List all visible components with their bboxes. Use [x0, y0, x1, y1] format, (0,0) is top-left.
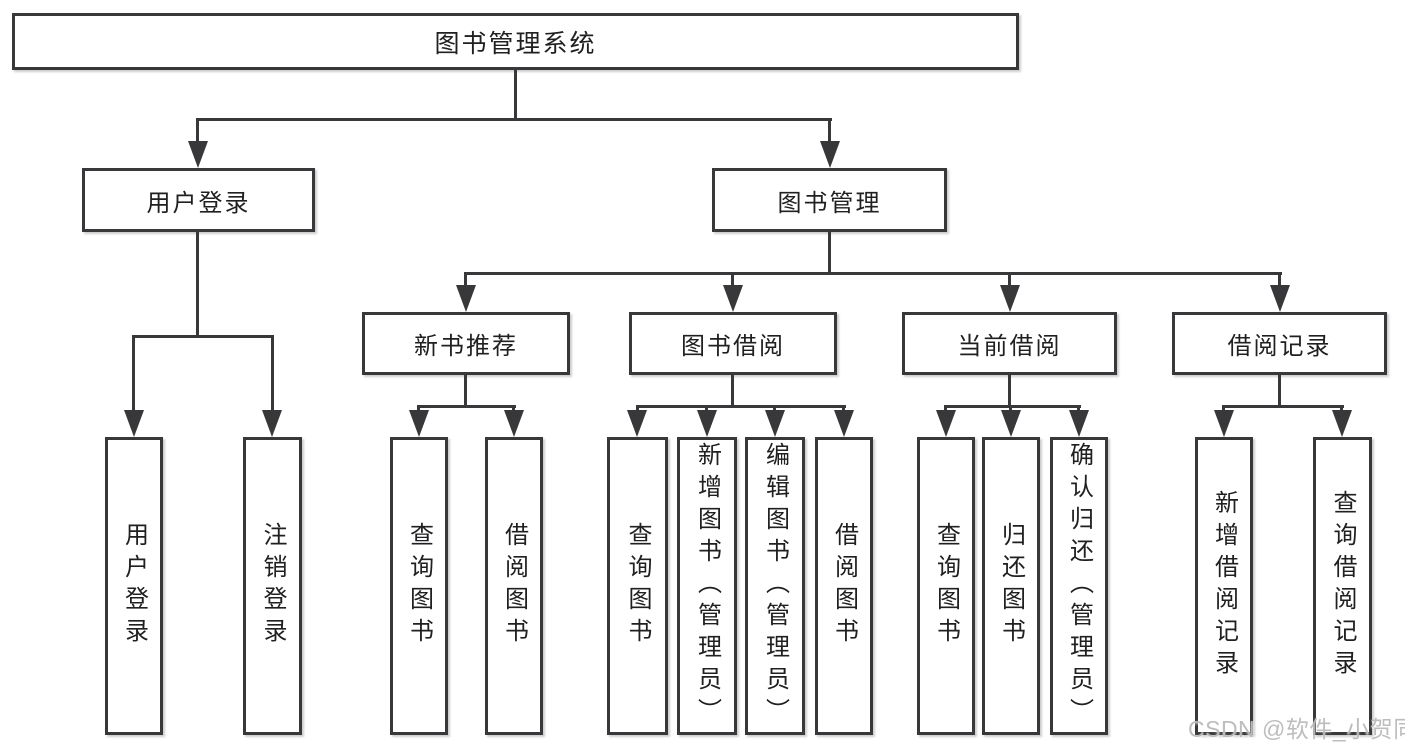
connector-current-drop — [1008, 375, 1011, 405]
node-label: 用户登录 — [146, 189, 251, 217]
node-leaf-query-borrow-record: 查询借阅记录 — [1313, 437, 1372, 735]
connector-userlogin-branch — [132, 335, 274, 338]
connector-shaft — [828, 118, 831, 146]
node-label: 查询图书 — [932, 522, 960, 650]
node-label: 注销登录 — [259, 522, 286, 650]
arrowhead-icon — [1332, 410, 1352, 437]
node-current-borrowing: 当前借阅 — [902, 312, 1117, 375]
connector-newbook-drop — [464, 375, 467, 405]
node-label: 图书借阅 — [681, 333, 785, 360]
node-label: 查询图书 — [624, 522, 651, 650]
connector-shaft — [1008, 272, 1011, 288]
arrowhead-icon — [765, 410, 785, 437]
arrowhead-icon — [1214, 410, 1234, 437]
node-label: 查询借阅记录 — [1329, 490, 1356, 682]
arrowhead-icon — [456, 285, 476, 312]
node-label: 借阅图书 — [500, 522, 528, 650]
arrowhead-icon — [1001, 410, 1021, 437]
connector-shaft — [512, 405, 515, 413]
connector-shaft — [1340, 405, 1343, 413]
arrowhead-icon — [936, 410, 956, 437]
node-label: 图书管理 — [777, 189, 882, 217]
arrowhead-icon — [1000, 285, 1020, 312]
arrowhead-icon — [697, 410, 717, 437]
node-leaf-borrow-books-recommend: 借阅图书 — [485, 437, 543, 735]
node-leaf-return-books: 归还图书 — [982, 437, 1040, 735]
node-leaf-edit-books-admin: 编辑图书（管理员） — [745, 437, 805, 735]
connector-shaft — [944, 405, 947, 413]
node-label: 新增图书（管理员） — [693, 442, 721, 730]
connector-shaft — [1222, 405, 1225, 413]
connector-shaft — [731, 272, 734, 288]
connector-shaft — [464, 272, 467, 288]
node-new-book-recommend: 新书推荐 — [362, 312, 570, 375]
connector-shaft — [1009, 405, 1012, 413]
connector-shaft — [636, 405, 639, 413]
node-label: 新增借阅记录 — [1210, 490, 1238, 682]
arrowhead-icon — [188, 141, 208, 168]
node-label: 借阅记录 — [1227, 333, 1332, 360]
arrowhead-icon — [627, 410, 647, 437]
connector-newbook-branch — [417, 405, 516, 408]
csdn-watermark: CSDN @软件_小贺同学 — [1188, 716, 1405, 742]
node-label: 当前借阅 — [957, 333, 1062, 360]
connector-root-branch — [196, 118, 832, 121]
arrowhead-icon — [723, 285, 743, 312]
node-leaf-borrow-books: 借阅图书 — [815, 437, 873, 735]
connector-bookborrow-drop — [731, 375, 734, 405]
arrowhead-icon — [820, 141, 840, 168]
connector-shaft — [1278, 272, 1281, 288]
connector-shaft — [1077, 405, 1080, 413]
node-label: 图书管理系统 — [434, 29, 597, 58]
node-leaf-query-books-recommend: 查询图书 — [390, 437, 448, 735]
node-label: 编辑图书（管理员） — [761, 442, 789, 730]
node-leaf-add-books-admin: 新增图书（管理员） — [677, 437, 737, 735]
connector-root-drop — [514, 70, 517, 118]
node-book-borrowing: 图书借阅 — [629, 312, 837, 375]
connector-userlogin-drop — [196, 232, 199, 335]
arrowhead-icon — [834, 410, 854, 437]
connector-shaft — [132, 335, 135, 413]
arrowhead-icon — [409, 410, 429, 437]
connector-records-drop — [1278, 375, 1281, 405]
node-book-management: 图书管理 — [712, 168, 947, 232]
node-leaf-query-books-current: 查询图书 — [917, 437, 975, 735]
node-leaf-confirm-return-admin: 确认归还（管理员） — [1050, 437, 1108, 735]
arrowhead-icon — [504, 410, 524, 437]
node-user-login: 用户登录 — [82, 168, 315, 232]
arrowhead-icon — [124, 410, 144, 437]
arrowhead-icon — [1270, 285, 1290, 312]
connector-current-branch — [944, 405, 1081, 408]
connector-shaft — [196, 118, 199, 146]
node-leaf-user-login: 用户登录 — [105, 437, 163, 735]
node-leaf-add-borrow-record: 新增借阅记录 — [1195, 437, 1253, 735]
arrowhead-icon — [262, 410, 282, 437]
connector-bookborrow-branch — [636, 405, 846, 408]
node-leaf-logout: 注销登录 — [243, 437, 302, 735]
node-leaf-query-books-borrowing: 查询图书 — [607, 437, 668, 735]
connector-shaft — [417, 405, 420, 413]
connector-shaft — [271, 335, 274, 413]
node-label: 归还图书 — [997, 522, 1025, 650]
connector-records-branch — [1222, 405, 1344, 408]
node-label: 新书推荐 — [414, 333, 518, 360]
connector-shaft — [773, 405, 776, 413]
connector-bookmgmt-branch — [464, 272, 1282, 275]
connector-bookmgmt-drop — [828, 232, 831, 272]
node-library-system: 图书管理系统 — [12, 13, 1019, 70]
connector-shaft — [842, 405, 845, 413]
connector-shaft — [705, 405, 708, 413]
node-label: 借阅图书 — [830, 522, 858, 650]
node-label: 用户登录 — [120, 522, 148, 650]
node-label: 确认归还（管理员） — [1065, 442, 1093, 730]
arrowhead-icon — [1069, 410, 1089, 437]
node-borrowing-records: 借阅记录 — [1172, 312, 1387, 375]
node-label: 查询图书 — [405, 522, 433, 650]
